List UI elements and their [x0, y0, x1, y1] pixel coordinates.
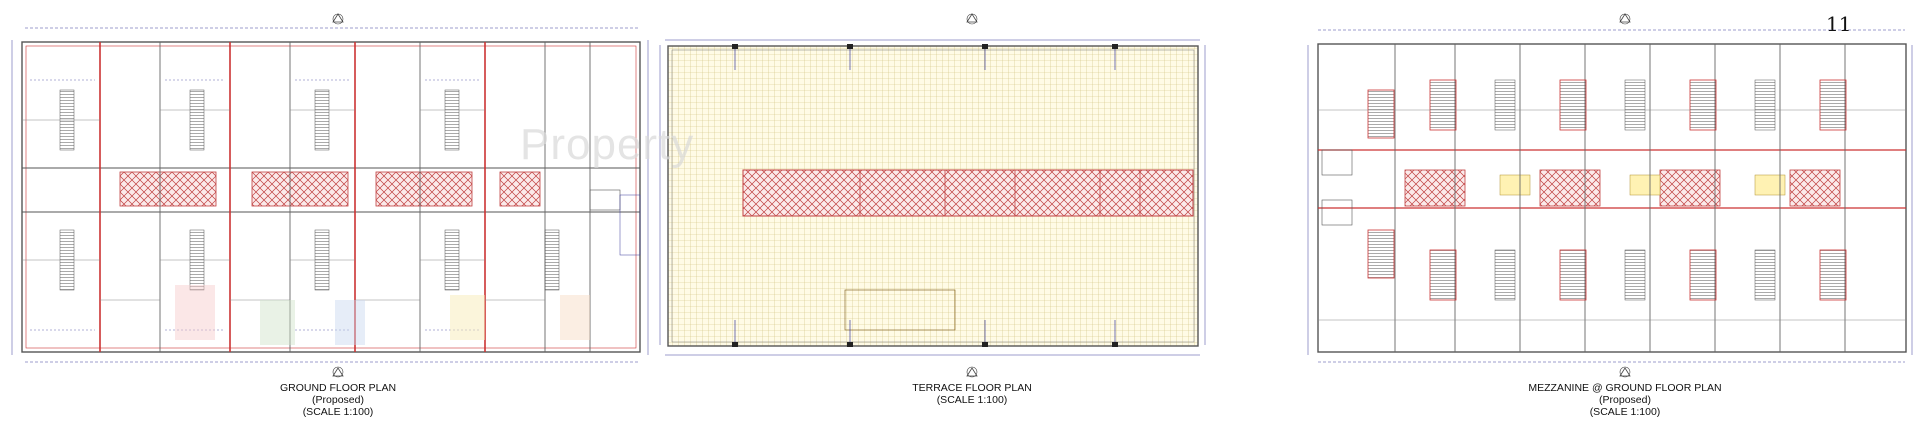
page-number: 11: [1826, 12, 1852, 36]
plan-scale: (SCALE 1:100): [1589, 406, 1661, 418]
ground-floor-plan: [11, 13, 649, 378]
plan-subtitle: (Proposed): [312, 394, 364, 406]
watermark: Property: [520, 120, 695, 169]
caption-mezzanine-floor: MEZZANINE @ GROUND FLOOR PLAN (Proposed)…: [1415, 382, 1835, 418]
terrace-floor-plan: [659, 13, 1206, 378]
caption-ground-floor: GROUND FLOOR PLAN (Proposed) (SCALE 1:10…: [128, 382, 548, 418]
plan-scale: (SCALE 1:100): [936, 394, 1008, 406]
plan-scale: (SCALE 1:100): [302, 406, 374, 418]
plan-title: GROUND FLOOR PLAN: [279, 382, 397, 394]
plan-title: TERRACE FLOOR PLAN: [912, 382, 1032, 394]
caption-terrace-floor: TERRACE FLOOR PLAN (SCALE 1:100): [762, 382, 1182, 406]
plan-subtitle: (Proposed): [1599, 394, 1651, 406]
mezzanine-floor-plan: [1307, 13, 1913, 378]
plan-title: MEZZANINE @ GROUND FLOOR PLAN: [1528, 382, 1722, 394]
